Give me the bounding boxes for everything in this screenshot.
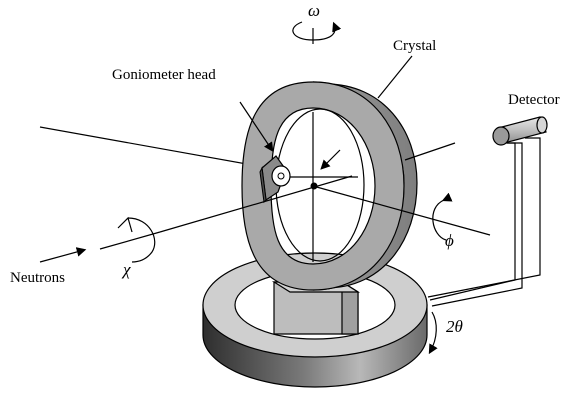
goniometer-head (259, 155, 291, 204)
detector-cylinder (492, 116, 548, 146)
two-theta-label: 2θ (446, 317, 463, 336)
chi-label: χ (121, 260, 131, 279)
beam-axis-front-line (159, 175, 353, 233)
crystal-sample-dot (310, 182, 318, 190)
detector-beam-line (404, 142, 456, 161)
phi-label: ϕ (445, 231, 454, 250)
omega-rotation-arrow (292, 21, 342, 44)
crystal-label: Crystal (393, 38, 436, 54)
detector-arm (427, 137, 541, 307)
omega-label: ω (308, 1, 320, 20)
omega-ring-front (241, 81, 405, 291)
neutrons-label: Neutrons (10, 270, 65, 286)
crystal-pointer-arrow (320, 149, 341, 170)
phi-rotation-arrow (432, 192, 453, 241)
two-theta-rotation-arrow (428, 311, 438, 355)
goniometer-head-label: Goniometer head (112, 67, 216, 83)
chi-axis-back-line (39, 126, 259, 167)
neutrons-arrow (39, 247, 87, 263)
goniometer-pointer-arrow (239, 101, 274, 152)
detector-label: Detector (508, 92, 560, 108)
chi-rotation-arrow (99, 216, 161, 263)
crystal-label-leader (377, 55, 413, 99)
phi-axis-line (312, 185, 491, 236)
